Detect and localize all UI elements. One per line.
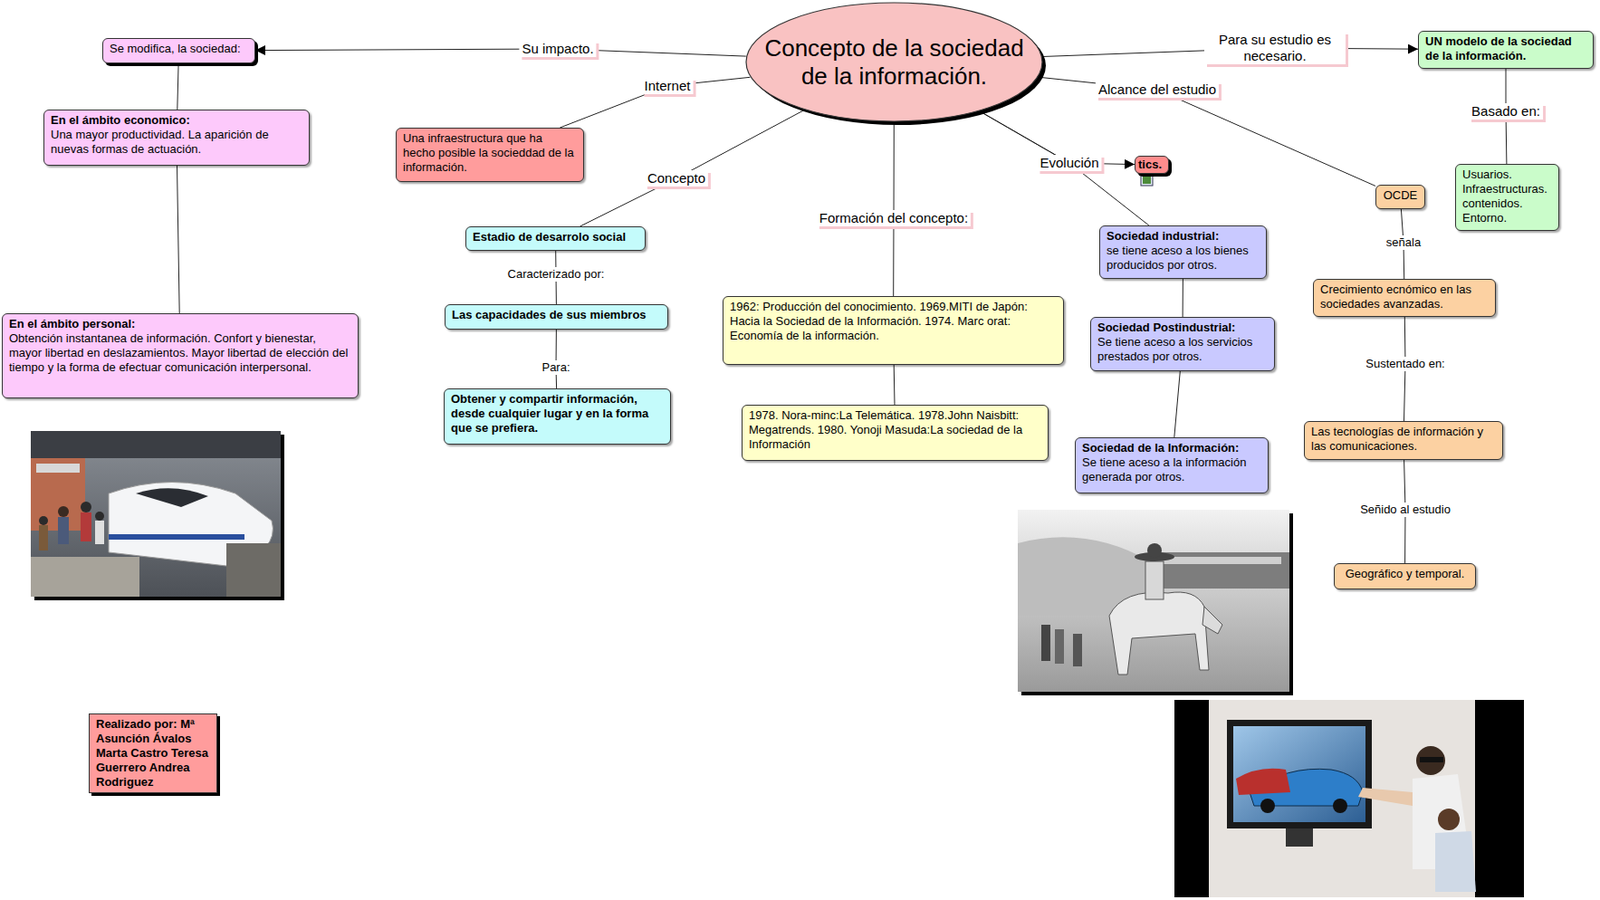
edge-label: Para su estudio es necesario. — [1204, 31, 1346, 65]
authors-box: Realizado por: Mª Asunción Ávalos Marta … — [88, 713, 218, 794]
connector-line — [1174, 371, 1181, 438]
box-text: Se tiene aceso a los servicios prestados… — [1097, 335, 1268, 365]
box-text: Una infraestructura que ha hecho posible… — [402, 131, 577, 175]
connector-line — [1182, 278, 1184, 317]
connector-line — [893, 364, 896, 405]
model-box: UN modelo de la sociedad de la informaci… — [1417, 30, 1594, 69]
concept-box: Las capacidades de sus miembros — [444, 304, 669, 330]
connector-line — [580, 110, 805, 228]
central-ellipse: Concepto de la sociedad de la informació… — [745, 1, 1044, 123]
connector-line — [979, 111, 1150, 226]
box-heading: En el ámbito economico: — [50, 113, 303, 128]
train-photo — [30, 431, 285, 601]
scope-box: Las tecnologías de información y las com… — [1303, 421, 1504, 460]
impact-box: Se modifica, la sociedad: — [102, 38, 256, 64]
timeline-box: 1962: Producción del conocimiento. 1969.… — [722, 296, 1064, 365]
model-box: Usuarios. Infraestructuras. contenidos. … — [1455, 163, 1560, 231]
connector-line — [559, 76, 750, 128]
ocde-box: OCDE — [1375, 184, 1426, 210]
ellipse-outline — [746, 2, 1043, 122]
concept-box: Obtener y compartir información, desde c… — [443, 388, 671, 445]
box-text: Realizado por: Mª Asunción Ávalos Marta … — [95, 717, 211, 790]
edge-label: Concepto — [644, 170, 709, 187]
scope-box: Geográfico y temporal. — [1333, 563, 1476, 590]
connector-line — [892, 122, 895, 297]
edge-label: Internet — [641, 77, 694, 95]
box-heading: En el ámbito personal: — [9, 316, 352, 332]
economic-box: En el ámbito economico:Una mayor product… — [43, 109, 310, 166]
internet-box: Una infraestructura que ha hecho posible… — [395, 127, 585, 183]
scope-box: Crecimiento ecnómico en las sociedades a… — [1312, 278, 1496, 317]
edge-label: Alcance del estudio — [1095, 81, 1219, 98]
personal-box: En el ámbito personal:Obtención instanta… — [1, 313, 359, 399]
box-text: Las capacidades de sus miembros — [451, 307, 662, 323]
box-text: Concepto de la sociedad de la informació… — [763, 34, 1026, 91]
edge-label: Caracterizado por: — [505, 267, 608, 282]
evolution-box: Sociedad Postindustrial:Se tiene aceso a… — [1090, 316, 1275, 372]
box-text: OCDE — [1382, 188, 1418, 203]
box-text: Se modifica, la sociedad: — [109, 41, 249, 57]
box-text: UN modelo de la sociedad de la informaci… — [1425, 34, 1587, 64]
edge-label: Su impacto. — [518, 40, 596, 58]
evolution-box: Sociedad de la Información:Se tiene aces… — [1074, 437, 1269, 494]
box-text: Se tiene aceso a la información generada… — [1082, 455, 1262, 485]
connector-line — [255, 48, 747, 57]
box-text: Geográfico y temporal. — [1341, 566, 1469, 582]
media-icon — [1140, 174, 1153, 186]
box-text: Obtención instantanea de información. Co… — [9, 331, 352, 375]
box-text: 1978. Nora-minc:La Telemática. 1978.John… — [748, 408, 1042, 452]
edge-label: Para: — [538, 360, 573, 375]
edge-label: Señido al estudio — [1357, 502, 1454, 518]
evolution-box: Sociedad industrial:se tiene aceso a los… — [1099, 225, 1267, 279]
box-text: Usuarios. Infraestructuras. contenidos. … — [1462, 167, 1553, 226]
box-text: Una mayor productividad. La aparición de… — [50, 127, 303, 157]
box-text: Las tecnologías de información y las com… — [1311, 424, 1496, 454]
edge-label: Sustentado en: — [1362, 356, 1447, 372]
timeline-box: 1978. Nora-minc:La Telemática. 1978.John… — [741, 404, 1049, 461]
connector-line — [177, 63, 179, 110]
edge-label: Formación del concepto: — [816, 210, 971, 227]
box-text: tics. — [1138, 157, 1166, 173]
horse-rider-photo — [1017, 509, 1294, 696]
edge-label: Basado en: — [1468, 103, 1543, 120]
box-text: Obtener y compartir información, desde c… — [450, 392, 664, 436]
connector-line — [177, 165, 181, 314]
edge-label: señala — [1383, 235, 1424, 250]
box-heading: Sociedad Postindustrial: — [1097, 320, 1268, 336]
3d-tv-photo — [1174, 699, 1524, 898]
concept-box: Estadio de desarrolo social — [465, 226, 646, 251]
box-heading: Sociedad industrial: — [1106, 229, 1260, 244]
box-text: Estadio de desarrolo social — [472, 229, 639, 245]
connector-line — [555, 329, 558, 389]
box-heading: Sociedad de la Información: — [1082, 440, 1262, 456]
box-text: se tiene aceso a los bienes producidos p… — [1106, 243, 1260, 273]
box-text: 1962: Producción del conocimiento. 1969.… — [729, 299, 1057, 344]
box-text: Crecimiento ecnómico en las sociedades a… — [1320, 282, 1489, 312]
edge-label: Evolución — [1036, 154, 1102, 172]
tics-box: tics. — [1134, 155, 1169, 174]
